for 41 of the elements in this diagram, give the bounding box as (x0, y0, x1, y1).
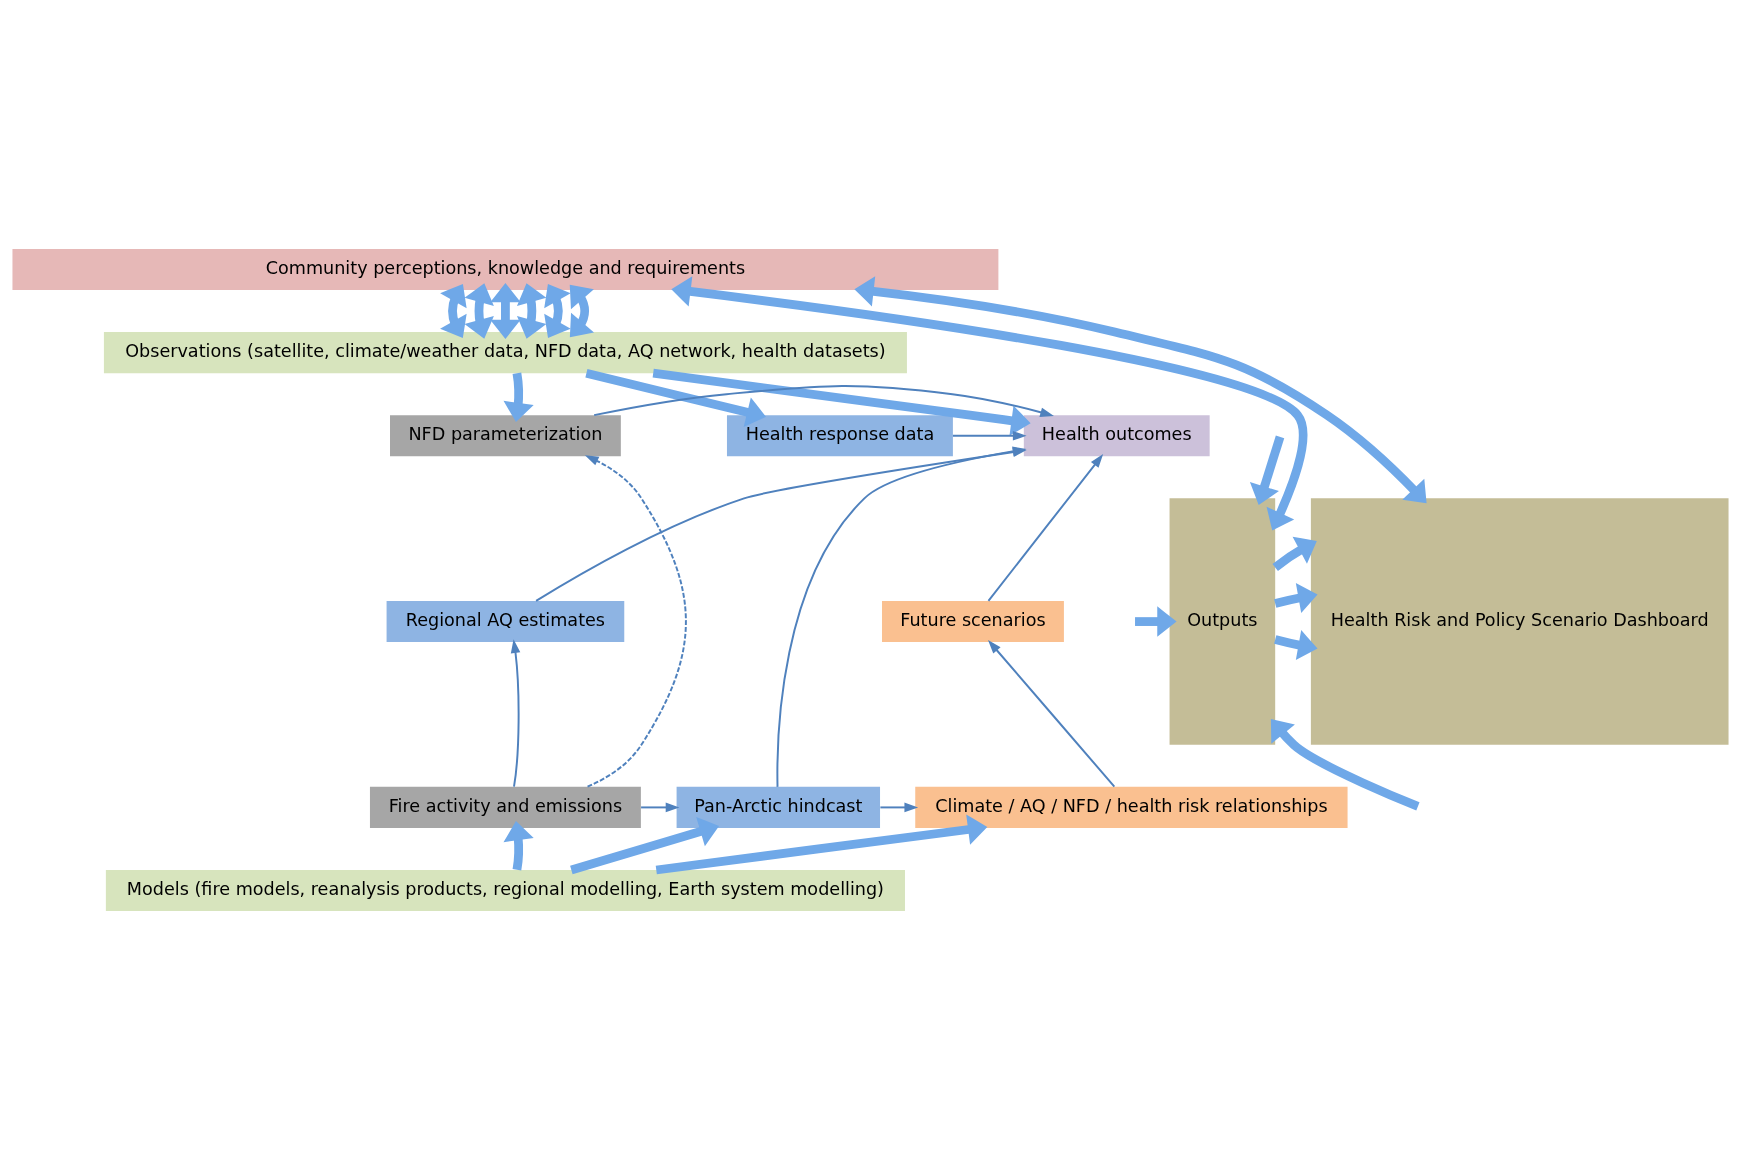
arrow (569, 284, 595, 338)
node-box: Health response data (726, 415, 953, 457)
node-box: Outputs (1169, 498, 1276, 745)
arrow (503, 821, 534, 871)
arrow (655, 814, 988, 875)
arrow (988, 640, 1116, 788)
node-box: Models (fire models, reanalysis products, regional modelling, Earth system modelling) (105, 870, 905, 912)
arrow (440, 283, 467, 339)
arrow (1272, 536, 1317, 571)
arrow (593, 385, 1054, 417)
arrow (585, 368, 767, 428)
arrow (652, 368, 1031, 436)
arrow (854, 276, 1427, 504)
arrow (516, 283, 547, 339)
arrow (640, 802, 680, 813)
arrow (464, 283, 494, 339)
arrow (951, 430, 1027, 441)
arrow (1270, 719, 1420, 811)
node-box: Fire activity and emissions (369, 786, 641, 828)
node-box: Pan-Arctic hindcast (676, 786, 881, 828)
node-box: Health Risk and Policy Scenario Dashboard (1310, 498, 1729, 745)
arrow (1135, 606, 1177, 637)
node-box: Future scenarios (882, 601, 1064, 643)
node-box: Observations (satellite, climate/weather data, NFD data, AQ network, health datasets) (103, 332, 907, 374)
arrow (510, 639, 521, 788)
arrow (1249, 435, 1285, 505)
arrow (879, 802, 919, 813)
arrow (503, 372, 534, 423)
arrow (490, 282, 521, 339)
arrow (671, 276, 1308, 531)
arrow (1274, 630, 1318, 661)
node-box: Health outcomes (1023, 415, 1210, 457)
node-box: Community perceptions, knowledge and requirements (12, 248, 999, 290)
node-box: Climate / AQ / NFD / health risk relationships (915, 786, 1348, 828)
node-box: NFD parameterization (390, 415, 621, 457)
arrow (570, 816, 720, 875)
arrow (1274, 583, 1318, 613)
arrow (987, 454, 1104, 602)
arrow (544, 283, 571, 339)
node-box: Regional AQ estimates (386, 601, 625, 643)
arrow (584, 455, 687, 788)
